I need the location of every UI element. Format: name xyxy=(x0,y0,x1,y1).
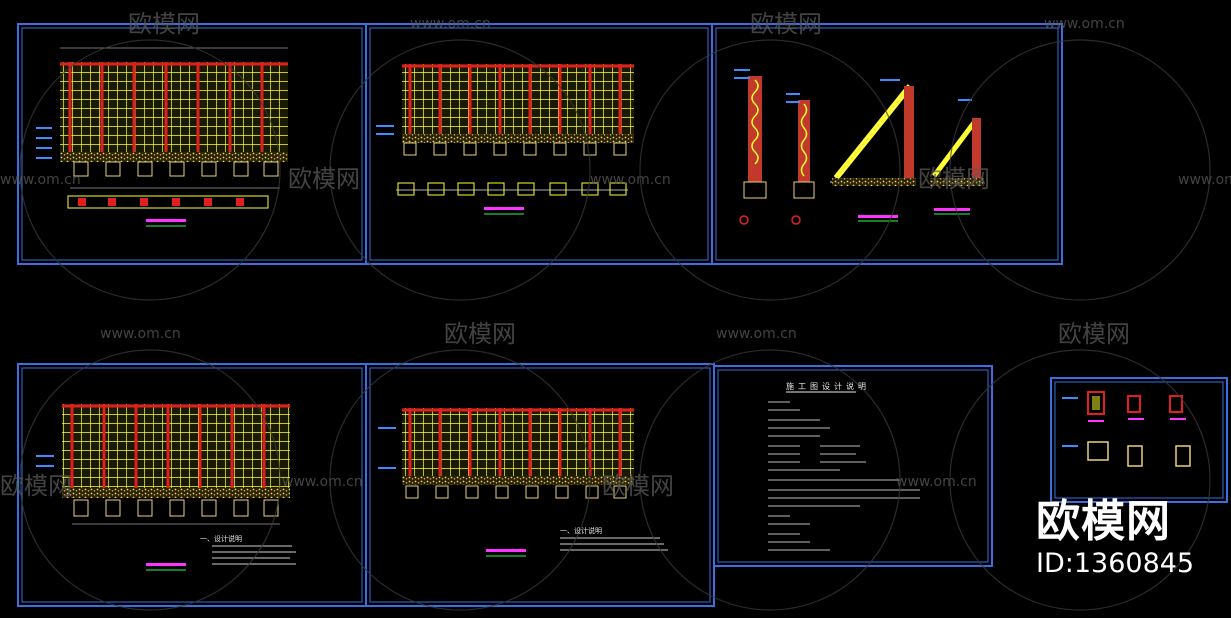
watermark-url: www.om.cn xyxy=(896,474,977,490)
legend-title-sheet-4: 一、设计说明 xyxy=(200,535,242,543)
sheet-7-details xyxy=(1062,391,1191,467)
watermark-url: www.om.cn xyxy=(282,474,363,490)
design-notes-title: 施工图设计说明 xyxy=(786,382,870,391)
watermark-brand: 欧模网 xyxy=(1058,320,1130,348)
watermark-url: www.om.cn xyxy=(716,326,797,342)
sheet-3-sections xyxy=(734,69,984,225)
watermark-url: www.om.cn xyxy=(100,326,181,342)
watermark-url: www.om.cn xyxy=(590,172,671,188)
sheet-frames xyxy=(17,23,1228,607)
watermark-brand: 欧模网 xyxy=(918,165,990,193)
sheet-4-elevation xyxy=(36,404,296,571)
watermark-url: www.om.cn xyxy=(1178,172,1231,188)
sheet-1-elevation xyxy=(36,47,288,227)
watermark-brand: 欧模网 xyxy=(444,320,516,348)
watermark-brand: 欧模网 xyxy=(0,472,72,500)
sheet-5-elevation xyxy=(378,408,668,557)
sheet-2-elevation xyxy=(376,64,634,215)
watermark-url: www.om.cn xyxy=(0,172,81,188)
id-number: ID:1360845 xyxy=(1036,548,1195,579)
watermark-url: www.om.cn xyxy=(410,16,491,32)
id-brand: 欧模网 xyxy=(1036,496,1171,547)
watermark-brand: 欧模网 xyxy=(750,10,822,38)
watermark-url: www.om.cn xyxy=(1044,16,1125,32)
id-badge: 欧模网 ID:1360845 xyxy=(1036,498,1194,580)
sheet-6-notes xyxy=(768,391,920,551)
watermark-brand: 欧模网 xyxy=(288,165,360,193)
watermark-brand: 欧模网 xyxy=(128,10,200,38)
watermark-brand: 欧模网 xyxy=(602,472,674,500)
watermark-layer: 欧模网 欧模网 欧模网 欧模网 欧模网 欧模网 欧模网 欧模网 www.om.c… xyxy=(0,10,1231,611)
legend-title-sheet-5: 一、设计说明 xyxy=(560,527,602,535)
